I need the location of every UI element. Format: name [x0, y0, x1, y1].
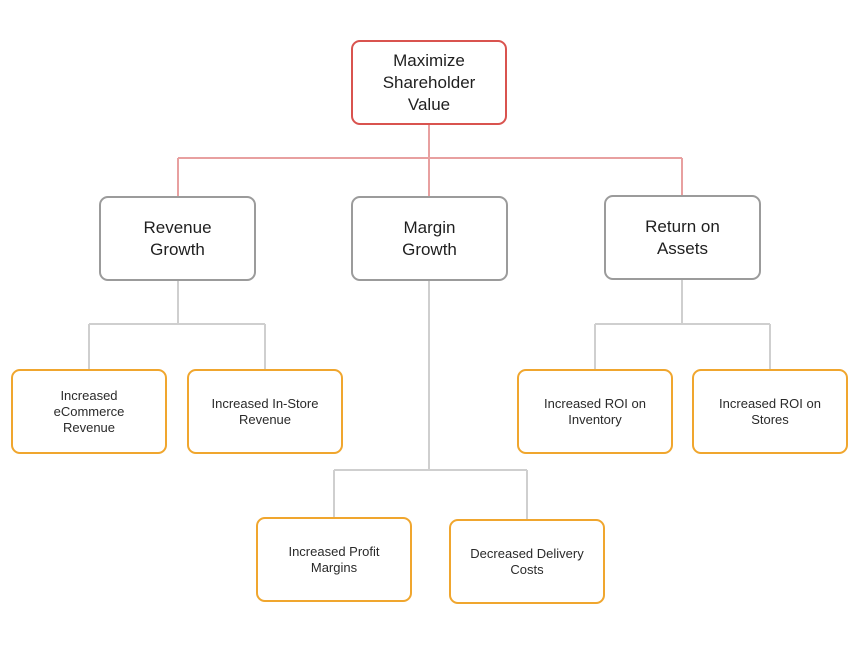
node-label-line: Maximize [393, 50, 465, 70]
branch-connectors [88, 280, 771, 520]
node-label-line: Shareholder [382, 72, 476, 92]
node-maximize-shareholder-value: Maximize Shareholder Value [351, 40, 507, 125]
node-label-line: Return on [645, 216, 720, 236]
node-return-on-assets: Return on Assets [604, 195, 761, 280]
node-label-line: Increased Profit [288, 543, 380, 559]
node-label-line: Increased ROI on [544, 395, 646, 411]
node-label-line: Margins [310, 559, 358, 575]
node-increased-profit-margins: Increased Profit Margins [256, 517, 412, 602]
node-label-line: Growth [402, 239, 457, 259]
node-label-line: Revenue [238, 411, 292, 427]
node-label-line: Costs [510, 561, 544, 577]
node-label-line: Revenue [62, 419, 116, 435]
node-decreased-delivery-costs: Decreased Delivery Costs [449, 519, 605, 604]
node-label-line: Increased [60, 387, 118, 403]
node-increased-roi-on-stores: Increased ROI on Stores [692, 369, 848, 454]
node-label-line: eCommerce [53, 403, 125, 419]
node-increased-ecommerce-revenue: Increased eCommerce Revenue [11, 369, 167, 454]
node-label-line: Growth [150, 239, 205, 259]
node-increased-instore-revenue: Increased In-Store Revenue [187, 369, 343, 454]
root-connectors [177, 124, 683, 196]
node-label-line: Decreased Delivery [470, 545, 584, 561]
node-label-line: Inventory [568, 411, 622, 427]
node-revenue-growth: Revenue Growth [99, 196, 256, 281]
node-label-line: Margin [403, 217, 456, 237]
node-label-line: Increased ROI on [719, 395, 821, 411]
node-label-line: Increased In-Store [211, 395, 319, 411]
node-increased-roi-on-inventory: Increased ROI on Inventory [517, 369, 673, 454]
node-margin-growth: Margin Growth [351, 196, 508, 281]
node-label-line: Value [407, 94, 451, 114]
node-label-line: Stores [751, 411, 789, 427]
node-label-line: Assets [656, 238, 708, 258]
node-label-line: Revenue [143, 217, 212, 237]
